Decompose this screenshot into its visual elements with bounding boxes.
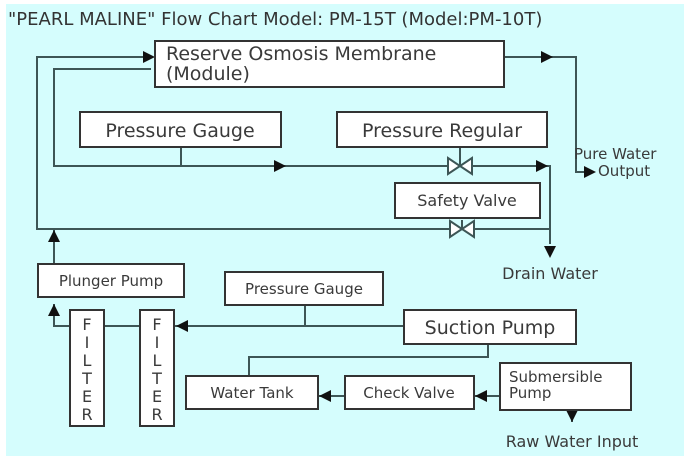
drain-water-label: Drain Water: [502, 264, 598, 283]
filter-2-box: F I L T E R: [139, 309, 175, 427]
safety-valve-icon: [449, 219, 475, 239]
plunger-pump-label: Plunger Pump: [59, 272, 163, 290]
safety-valve-label: Safety Valve: [417, 191, 517, 210]
arrow-membrane-out: [541, 51, 553, 63]
pressure-regular-label: Pressure Regular: [362, 120, 522, 142]
arrow-drain: [544, 246, 556, 258]
arrow-into-filter2: [176, 320, 188, 332]
arrow-into-tank: [319, 390, 331, 402]
arrow-filter-to-plunger: [48, 304, 60, 316]
filter-1-box: F I L T E R: [69, 309, 105, 427]
filter-1-letter: E: [82, 387, 92, 406]
check-valve-box: Check Valve: [344, 375, 475, 410]
arrow-plunger-up: [48, 230, 60, 242]
pressure-gauge-top-label: Pressure Gauge: [105, 120, 254, 142]
check-valve-label: Check Valve: [363, 384, 454, 402]
pure-water-output-line2: Output: [598, 162, 650, 180]
suction-pump-label: Suction Pump: [425, 317, 556, 339]
arrow-concentrate: [274, 160, 286, 172]
filter-1-letter: L: [83, 351, 92, 370]
filter-1-letter: I: [85, 333, 90, 352]
filter-2-letter: E: [152, 387, 162, 406]
plunger-pump-box: Plunger Pump: [37, 263, 185, 298]
water-tank-label: Water Tank: [210, 384, 293, 402]
arrow-raw-water: [566, 410, 578, 422]
raw-water-input-label: Raw Water Input: [506, 432, 639, 451]
water-tank-box: Water Tank: [185, 375, 319, 410]
flow-chart-svg: "PEARL MALINE" Flow Chart Model: PM-15T …: [8, 9, 657, 451]
pressure-gauge-bottom-box: Pressure Gauge: [224, 271, 384, 306]
safety-valve-box: Safety Valve: [394, 182, 541, 219]
line-membrane-concentrate: [53, 68, 551, 244]
flow-chart-canvas: "PEARL MALINE" Flow Chart Model: PM-15T …: [6, 4, 684, 456]
arrow-pure-output: [584, 166, 596, 178]
filter-1-letter: F: [82, 315, 91, 334]
filter-2-letter: L: [153, 351, 162, 370]
submersible-pump-line2: Pump: [509, 384, 551, 402]
ro-membrane-line1: Reserve Osmosis Membrane: [166, 43, 436, 65]
pressure-regular-box: Pressure Regular: [336, 111, 548, 148]
suction-pump-box: Suction Pump: [403, 309, 577, 345]
filter-1-letter: T: [81, 369, 92, 388]
line-tank-to-suction: [248, 344, 489, 376]
arrow-into-membrane: [143, 51, 155, 63]
submersible-pump-line1: Submersible: [509, 368, 602, 386]
chart-title: "PEARL MALINE" Flow Chart Model: PM-15T …: [8, 9, 542, 30]
filter-2-letter: R: [151, 405, 162, 424]
pressure-gauge-bottom-label: Pressure Gauge: [245, 280, 363, 298]
pure-water-output-line1: Pure Water: [574, 145, 657, 163]
submersible-pump-box: Submersible Pump: [499, 362, 632, 411]
ro-membrane-box: Reserve Osmosis Membrane (Module): [154, 40, 505, 88]
filter-1-letter: R: [81, 405, 92, 424]
filter-2-letter: I: [155, 333, 160, 352]
filter-2-letter: T: [151, 369, 162, 388]
arrow-into-check: [475, 390, 487, 402]
filter-2-letter: F: [152, 315, 161, 334]
pressure-regular-valve-icon: [447, 156, 473, 176]
pressure-gauge-top-box: Pressure Gauge: [79, 111, 282, 148]
arrow-regular-out: [536, 160, 548, 172]
ro-membrane-line2: (Module): [166, 63, 250, 85]
